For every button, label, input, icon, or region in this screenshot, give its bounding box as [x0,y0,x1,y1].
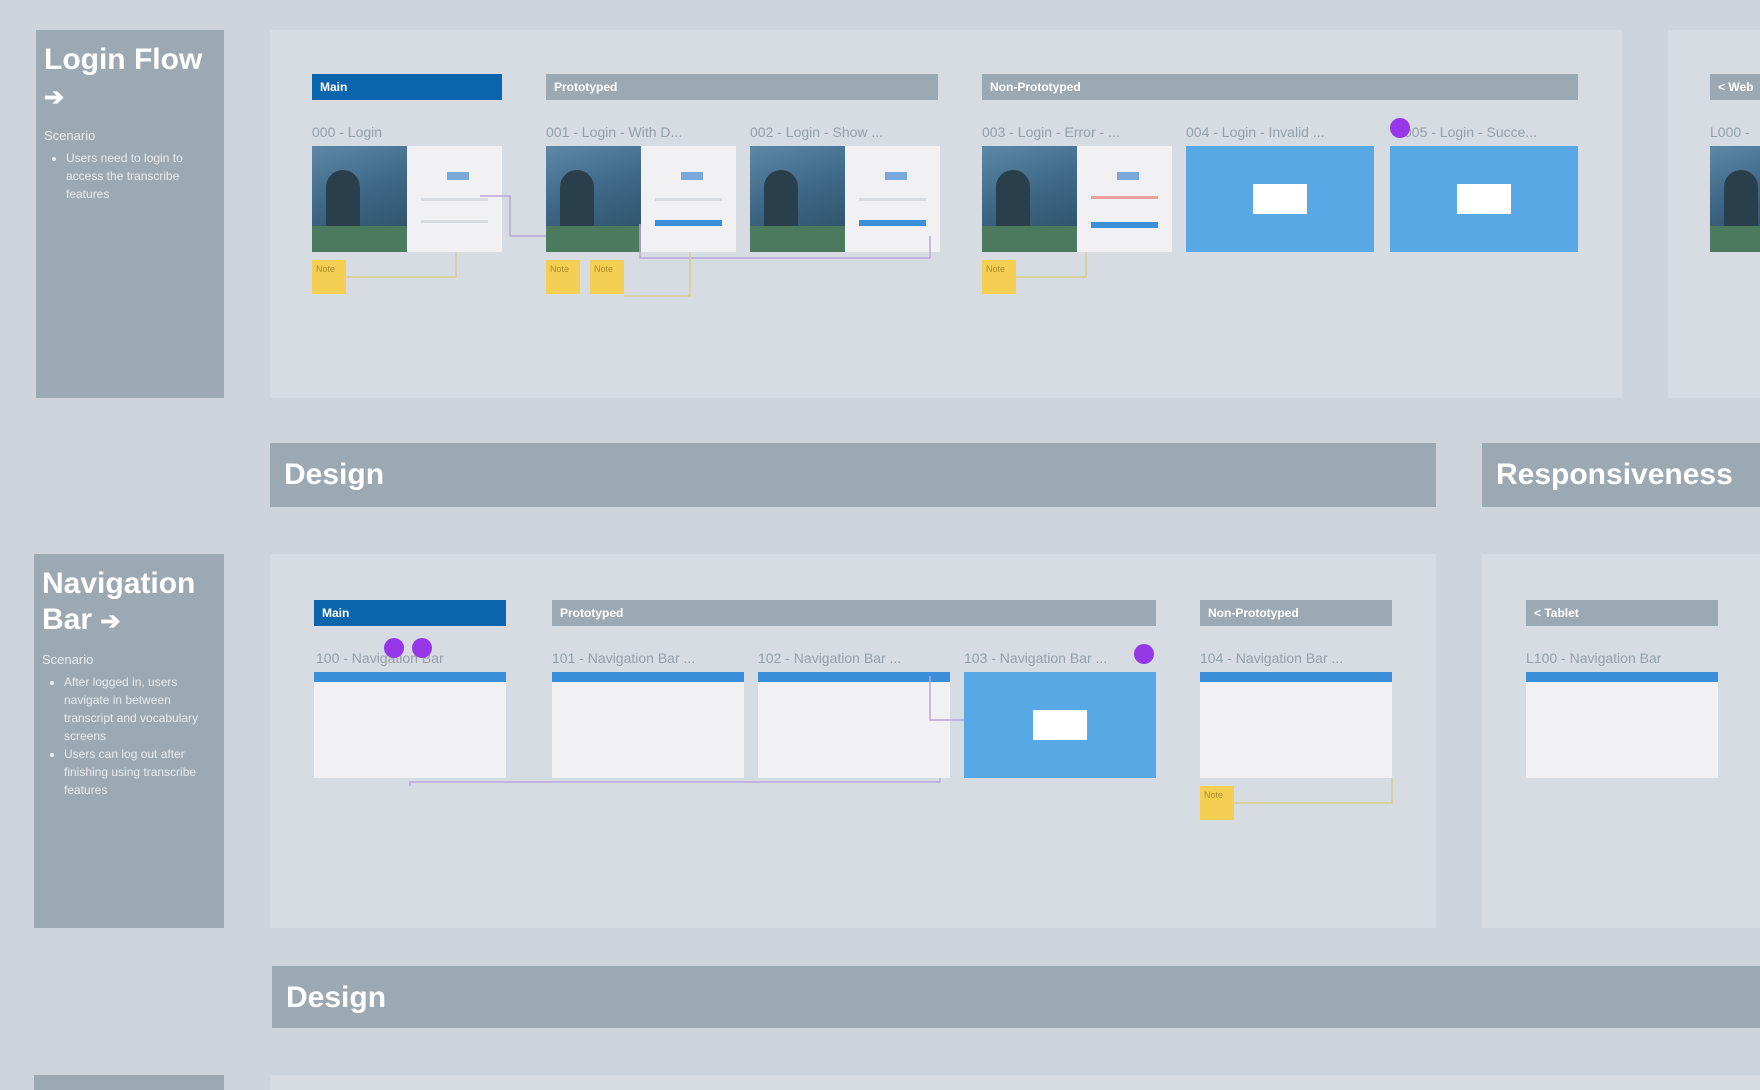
comment-dot[interactable] [412,638,432,658]
frame-nav-bar-100[interactable] [314,672,506,778]
frame-title[interactable]: 004 - Login - Invalid ... [1186,124,1325,140]
frame-login-web[interactable] [1710,146,1760,252]
nav-topbar [758,672,950,682]
label-main[interactable]: Main [312,74,502,100]
frame-nav-bar-l100[interactable] [1526,672,1718,778]
frame-title[interactable]: L100 - Navigation Bar [1526,650,1662,666]
frame-title[interactable]: L000 - [1710,124,1750,140]
sticky-note[interactable]: Note [312,260,346,294]
label-non-prototyped[interactable]: Non-Prototyped [1200,600,1392,626]
frame-login-success[interactable] [1390,146,1578,252]
label-web[interactable]: < Web [1710,74,1760,100]
next-row-panel [34,1075,224,1090]
comment-dot[interactable] [1390,118,1410,138]
arrow-right-icon[interactable]: ➔ [100,608,121,635]
frame-nav-bar-104[interactable] [1200,672,1392,778]
next-row-section [270,1075,1760,1090]
scenario-label: Scenario [42,652,94,667]
sticky-note[interactable]: Note [590,260,624,294]
label-prototyped[interactable]: Prototyped [552,600,1156,626]
nav-topbar [1200,672,1392,682]
arrow-right-icon[interactable]: ➔ [44,84,65,111]
scenario-item: Users need to login to access the transc… [66,149,216,203]
frame-title[interactable]: 101 - Navigation Bar ... [552,650,696,666]
scenario-item: After logged in, users navigate in betwe… [64,673,216,745]
nav-topbar [1526,672,1718,682]
label-main[interactable]: Main [314,600,506,626]
login-form [641,146,736,252]
comment-dot[interactable] [384,638,404,658]
frame-login-error[interactable] [982,146,1172,252]
login-photo [312,146,407,252]
frame-title[interactable]: 104 - Navigation Bar ... [1200,650,1344,666]
design-divider-1[interactable]: Design [270,443,1436,507]
modal-dialog [1033,710,1087,740]
label-non-prototyped[interactable]: Non-Prototyped [982,74,1578,100]
modal-dialog [1253,184,1307,214]
frame-title[interactable]: 000 - Login [312,124,383,140]
design-divider-2[interactable]: Design [272,966,1760,1028]
login-photo [546,146,641,252]
frame-nav-bar-101[interactable] [552,672,744,778]
frame-nav-bar-102[interactable] [758,672,950,778]
frame-login-with-data[interactable] [546,146,736,252]
login-photo [750,146,845,252]
scenario-label: Scenario [44,128,96,143]
login-form [845,146,940,252]
label-prototyped[interactable]: Prototyped [546,74,938,100]
nav-topbar [552,672,744,682]
navigation-bar-panel: Navigation Bar ➔ Scenario After logged i… [34,554,224,928]
sticky-note[interactable]: Note [982,260,1016,294]
frame-title[interactable]: 005 - Login - Succe... [1404,124,1538,140]
nav-topbar [314,672,506,682]
navigation-bar-title[interactable]: Navigation Bar ➔ [42,567,196,636]
frame-nav-bar-103[interactable] [964,672,1156,778]
comment-dot[interactable] [1134,644,1154,664]
login-photo [1710,146,1760,252]
frame-title[interactable]: 102 - Navigation Bar ... [758,650,902,666]
login-photo [982,146,1077,252]
label-tablet[interactable]: < Tablet [1526,600,1718,626]
login-form [1077,146,1172,252]
frame-title[interactable]: 002 - Login - Show ... [750,124,884,140]
frame-login-show[interactable] [750,146,940,252]
responsiveness-divider[interactable]: Responsiveness [1482,443,1760,507]
frame-title[interactable]: 003 - Login - Error - ... [982,124,1120,140]
scenario-list: After logged in, users navigate in betwe… [42,673,216,799]
scenario-item: Users can log out after finishing using … [64,745,216,799]
frame-title[interactable]: 100 - Navigation Bar [316,650,444,666]
scenario-list: Users need to login to access the transc… [44,149,216,203]
login-form [407,146,502,252]
login-flow-title[interactable]: Login Flow ➔ [44,43,203,111]
sticky-note[interactable]: Note [1200,786,1234,820]
frame-login[interactable] [312,146,502,252]
frame-title[interactable]: 001 - Login - With D... [546,124,683,140]
login-flow-panel: Login Flow ➔ Scenario Users need to logi… [36,30,224,398]
modal-dialog [1457,184,1511,214]
sticky-note[interactable]: Note [546,260,580,294]
frame-title[interactable]: 103 - Navigation Bar ... [964,650,1108,666]
frame-login-invalid[interactable] [1186,146,1374,252]
